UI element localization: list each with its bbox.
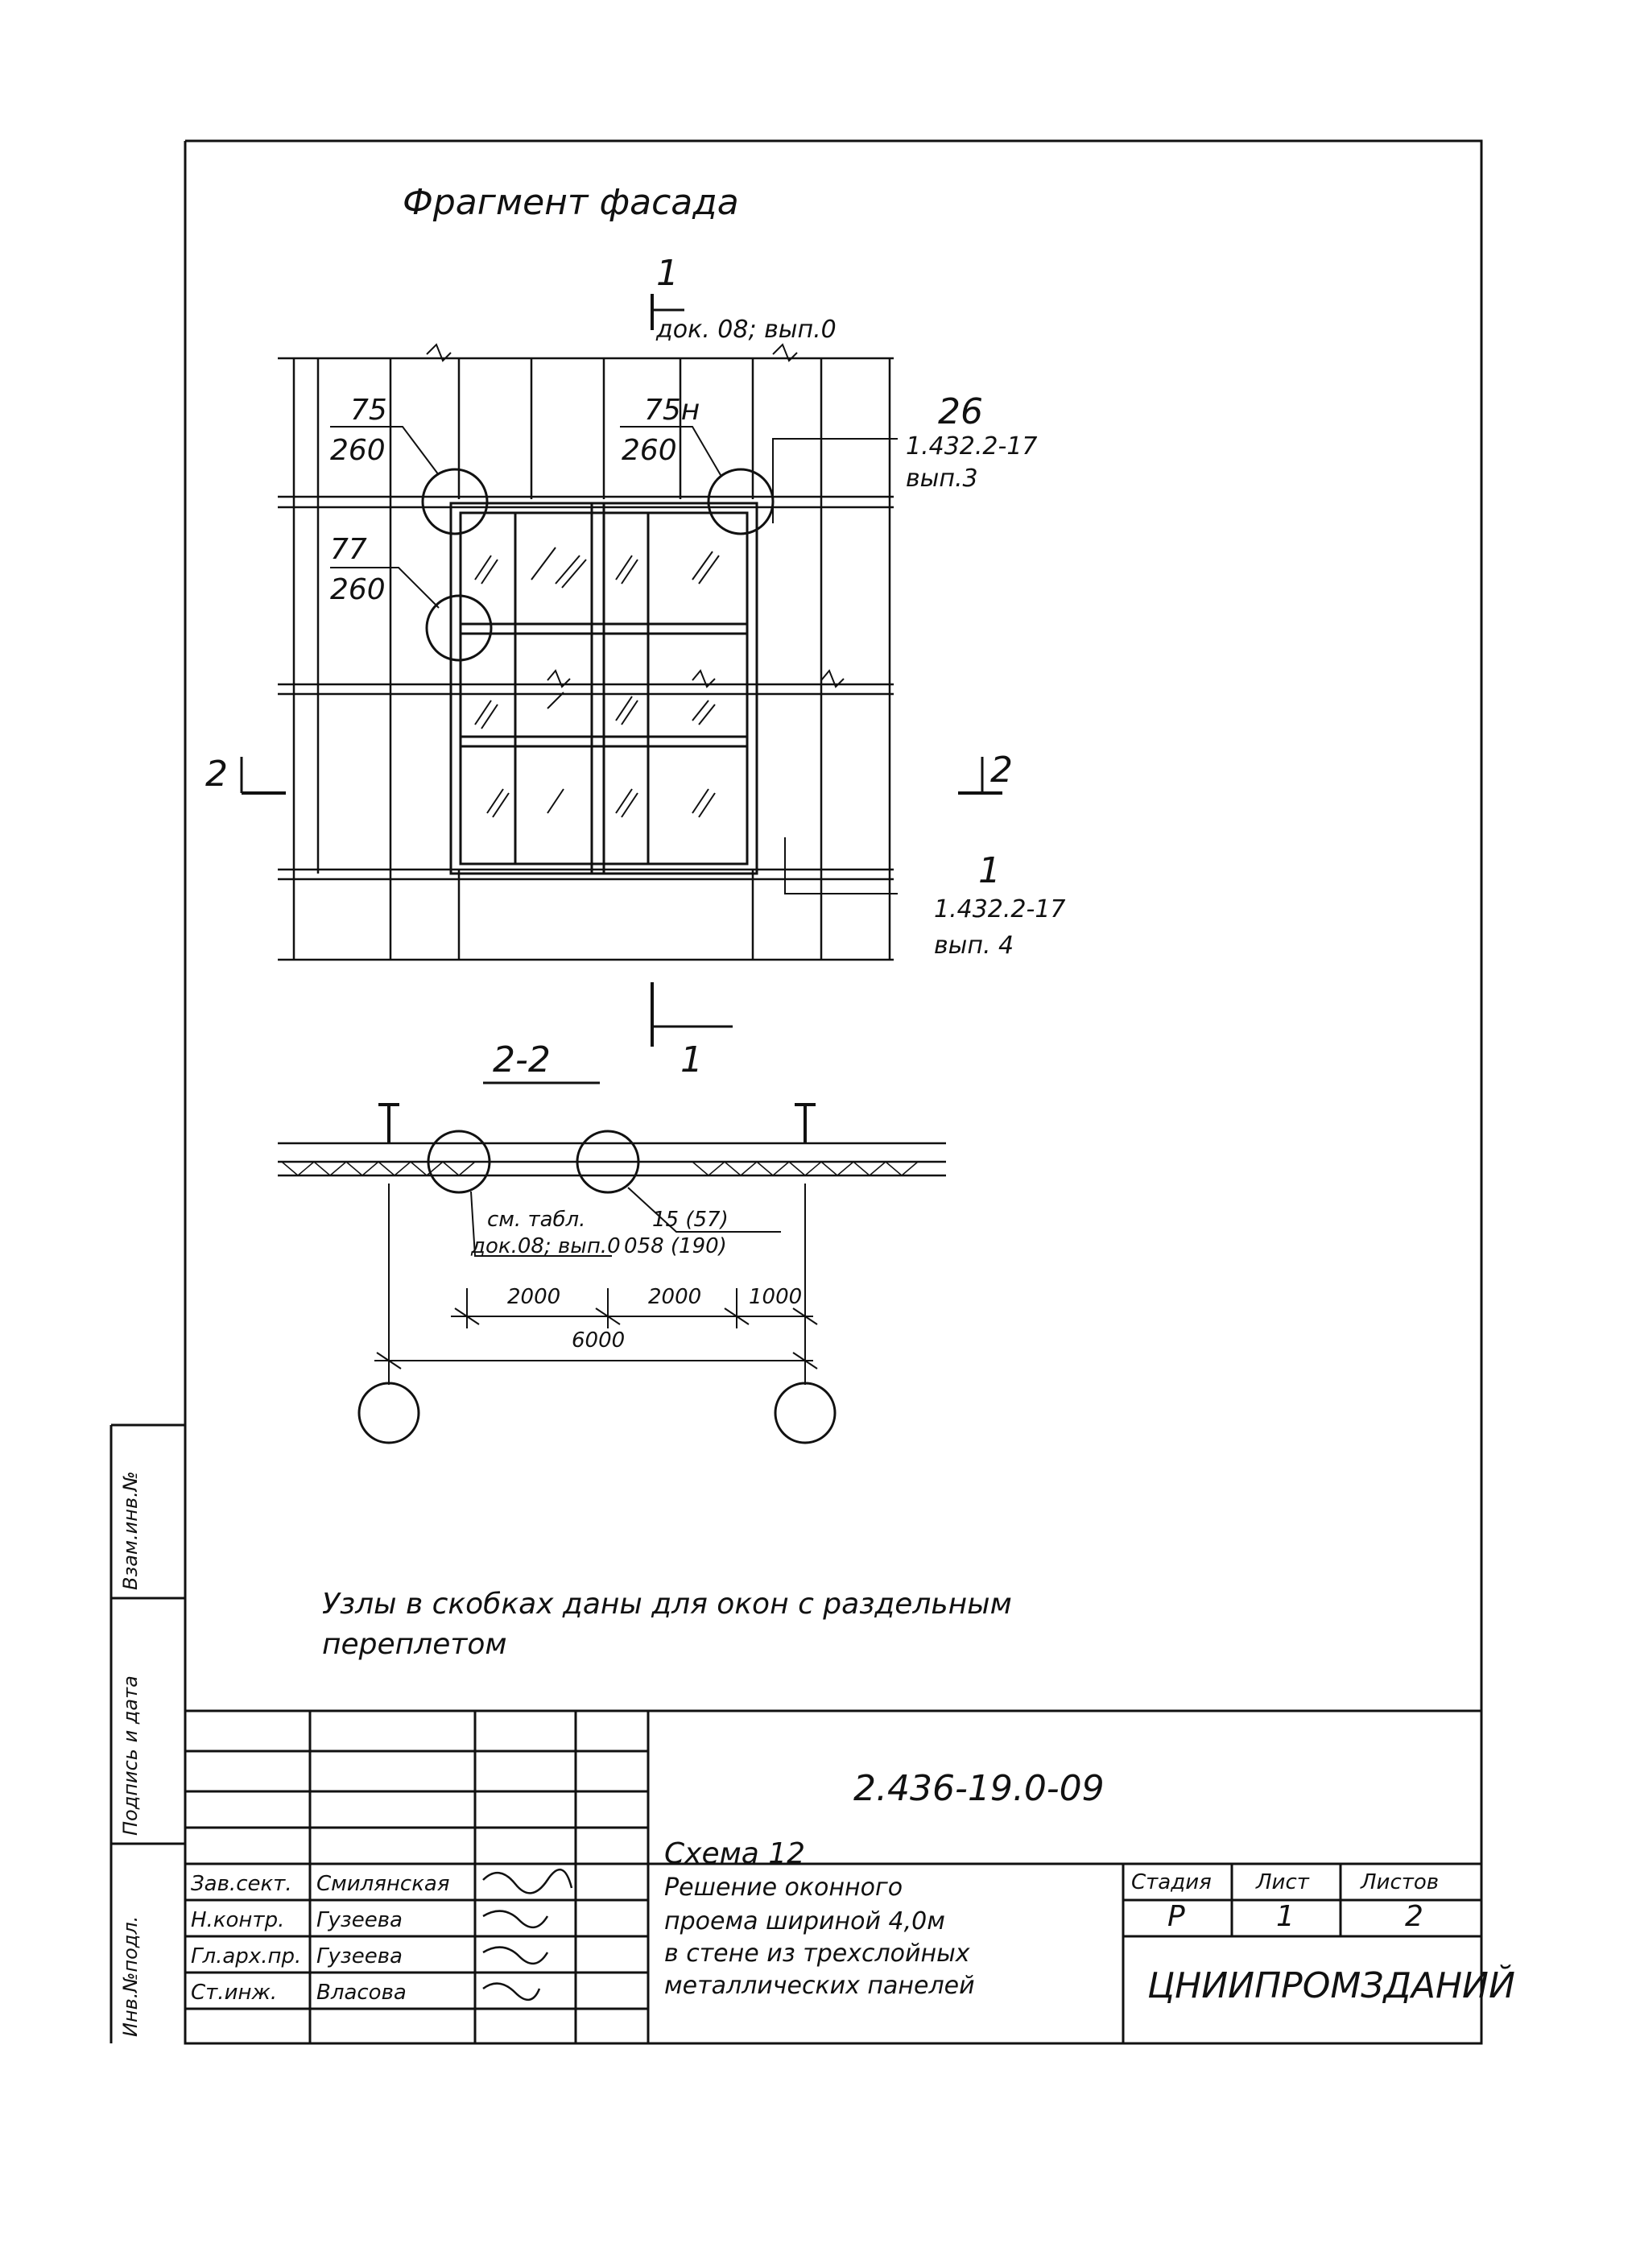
col-header-sheet: Лист (1256, 1870, 1309, 1894)
section-leader (628, 1188, 781, 1232)
callout-circle-75 (423, 469, 487, 534)
ref-top-doc: 1.432.2-17 (906, 432, 1038, 461)
role-2: Н.контр. (191, 1908, 285, 1932)
ref-bottom-num: 1 (978, 850, 1001, 891)
section-note-left-2: док.08; вып.0 (471, 1234, 621, 1258)
section-leader (471, 1192, 612, 1256)
section-callout-right (577, 1131, 638, 1192)
facade-panels (294, 358, 890, 960)
cut-label-left: 2 (205, 754, 228, 795)
note-line-2: переплетом (322, 1628, 507, 1661)
callout-leader (330, 427, 439, 475)
ref-leader (785, 837, 898, 894)
signature-marks (483, 1869, 572, 2000)
col-header-stage: Стадия (1131, 1870, 1212, 1894)
role-1: Зав.сект. (191, 1872, 292, 1896)
section-title: 2-2 (493, 1039, 551, 1080)
organization: ЦНИИПРОМЗДАНИЙ (1147, 1965, 1515, 2006)
col-value-sheets: 2 (1405, 1900, 1423, 1933)
dimension-lines (374, 1184, 817, 1385)
col-value-stage: Р (1167, 1900, 1185, 1933)
callout-leader (620, 427, 721, 475)
section-note-right-1: 15 (57) (652, 1208, 729, 1232)
note-line-1: Узлы в скобках даны для окон с раздельны… (322, 1588, 1012, 1621)
doc-code: 2.436-19.0-09 (853, 1768, 1105, 1809)
drawing-title: Фрагмент фасада (403, 182, 739, 223)
ref-leader (773, 439, 898, 523)
facade-transoms (278, 358, 894, 960)
dim-2000-a: 2000 (507, 1285, 561, 1309)
ref-top-issue: вып.3 (906, 465, 978, 493)
callout-circle-75n (709, 469, 773, 534)
ref-bottom-issue: вып. 4 (934, 932, 1014, 960)
title-line-1: Схема 12 (664, 1837, 806, 1870)
col-value-sheet: 1 (1276, 1900, 1295, 1933)
callout-77-bottom: 260 (330, 573, 386, 606)
dim-6000: 6000 (572, 1328, 626, 1353)
cut-label-right: 2 (990, 750, 1013, 791)
title-line-2: Решение оконного (664, 1873, 903, 1902)
window-frame (451, 503, 757, 874)
ref-bottom-doc: 1.432.2-17 (934, 895, 1066, 923)
role-3: Гл.арх.пр. (191, 1944, 302, 1968)
glazing-hatches (475, 547, 719, 817)
section-note-right-2: 058 (190) (624, 1234, 727, 1258)
callout-leader (330, 568, 439, 608)
axis-circle-left (359, 1383, 419, 1443)
callout-circle-77 (427, 596, 491, 660)
ref-top-num: 26 (938, 391, 983, 432)
callout-75-bottom: 260 (330, 434, 386, 467)
side-label-vzam: Взам.инв.№ (119, 1471, 142, 1590)
callout-75n-top: 75н (644, 394, 700, 427)
dim-2000-b: 2000 (648, 1285, 702, 1309)
section-wall (278, 1143, 946, 1175)
name-1: Смилянская (316, 1872, 450, 1896)
axis-circle-right (775, 1383, 835, 1443)
side-label-sign: Подпись и дата (119, 1675, 142, 1836)
section-note-left-1: см. табл. (487, 1208, 586, 1232)
callout-75-top: 75 (350, 394, 387, 427)
section-ref: док. 08; вып.0 (656, 316, 837, 344)
callout-77-top: 77 (330, 533, 367, 566)
name-4: Власова (316, 1981, 407, 2005)
title-line-4: в стене из трехслойных (664, 1940, 970, 1968)
section-callout-left (428, 1131, 490, 1192)
callout-75n-bottom: 260 (622, 434, 677, 467)
role-4: Ст.инж. (191, 1981, 278, 2005)
side-label-inv: Инв.№подл. (119, 1915, 142, 2037)
name-2: Гузеева (316, 1908, 403, 1932)
title-line-5: металлических панелей (664, 1972, 975, 2000)
cut-label-bottom: 1 (680, 1039, 703, 1080)
col-header-sheets: Листов (1361, 1870, 1440, 1894)
dim-1000: 1000 (749, 1285, 803, 1309)
sheet-frame (185, 141, 1481, 2043)
title-block (185, 1711, 1481, 2043)
section-mark-top: 1 (656, 253, 679, 294)
name-3: Гузеева (316, 1944, 403, 1968)
title-line-3: проема шириной 4,0м (664, 1907, 945, 1935)
